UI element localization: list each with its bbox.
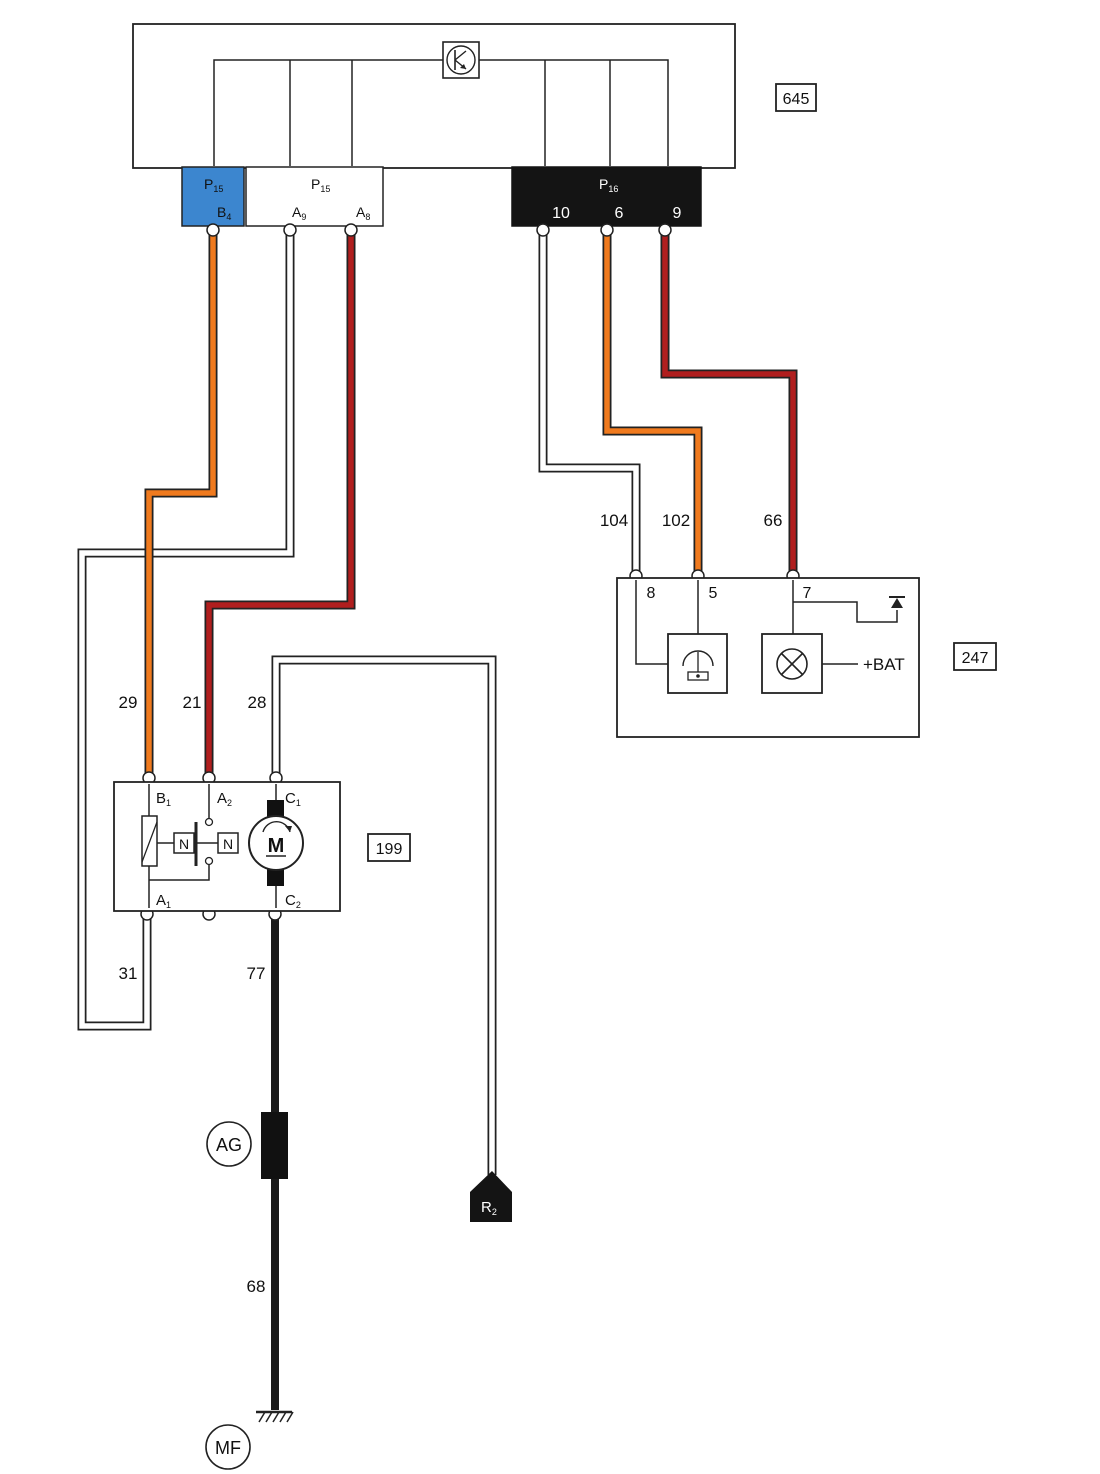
svg-text:C1: C1 — [285, 790, 301, 808]
pin-c2-label-sub: 2 — [296, 900, 301, 910]
ecu-645 — [132, 23, 736, 169]
pin-b4-label: B — [217, 204, 226, 220]
relay-199-ref: 199 — [376, 841, 403, 858]
bat-label: +BAT — [863, 655, 905, 674]
wire-label-28: 28 — [248, 693, 267, 712]
pin-b1-label-sub: 1 — [166, 798, 171, 808]
pin-a8-label: A — [356, 204, 366, 220]
r2-marker: R2 — [470, 1171, 512, 1222]
relay-coil-icon — [141, 784, 210, 908]
diode-icon — [889, 596, 905, 608]
pin-a1-label-sub: 1 — [166, 900, 171, 910]
ecu-645-ref: 645 — [783, 91, 810, 108]
unit-247-pin-5: 5 — [709, 585, 718, 602]
relay-n-box-1 — [173, 832, 195, 854]
pin-c1-label: C — [285, 790, 296, 807]
relay-motor-199: B1 A2 C1 A1 C2 N N — [113, 781, 341, 912]
wire-label-68: 68 — [247, 1277, 266, 1296]
wire-28 — [271, 655, 497, 1175]
connector-p15-blue-name-sub: 15 — [213, 184, 223, 194]
svg-text:A9: A9 — [292, 204, 306, 222]
pin-a2-label: A — [217, 790, 227, 807]
wire-21 — [204, 230, 356, 776]
svg-text:A1: A1 — [156, 892, 171, 910]
wire-29 — [144, 230, 218, 776]
pin-b4-label-sub: 4 — [226, 212, 231, 222]
r2-label: R — [481, 1199, 492, 1216]
svg-text:P15: P15 — [204, 176, 223, 194]
svg-text:R2: R2 — [481, 1199, 497, 1217]
wire-102 — [602, 230, 703, 574]
unit-247-pin-8: 8 — [647, 585, 656, 602]
unit-247-pin-7: 7 — [803, 585, 812, 602]
svg-text:P16: P16 — [599, 176, 618, 194]
wire-31 — [77, 230, 295, 1031]
pin-a8-label-sub: 8 — [365, 212, 370, 222]
wire-label-104: 104 — [600, 511, 628, 530]
connector-p16-name: P — [599, 176, 608, 192]
pin-a2-label-sub: 2 — [227, 798, 232, 808]
p16-pin-10: 10 — [552, 205, 570, 222]
ag-label: AG — [216, 1135, 242, 1155]
p16-pin-9: 9 — [673, 205, 682, 222]
connector-p15-blue: P15 B4 — [181, 166, 245, 227]
connector-p16: P16 10 6 9 — [511, 166, 702, 227]
svg-text:A2: A2 — [217, 790, 232, 808]
wire-label-102: 102 — [662, 511, 690, 530]
transistor-icon — [442, 41, 480, 79]
relay-n-label-2: N — [223, 836, 233, 852]
relay-n-label-1: N — [179, 836, 189, 852]
wire-104 — [538, 230, 641, 574]
svg-text:C2: C2 — [285, 892, 301, 910]
pin-a9-label-sub: 9 — [301, 212, 306, 222]
wire-label-21: 21 — [183, 693, 202, 712]
pin-c2-label: C — [285, 892, 296, 909]
wire-label-29: 29 — [119, 693, 138, 712]
warning-lamp-icon — [761, 633, 823, 694]
p16-pin-6: 6 — [615, 205, 624, 222]
unit-247-ref: 247 — [962, 650, 989, 667]
mf-circle — [205, 1424, 251, 1470]
wire-label-31: 31 — [119, 964, 138, 983]
connector-p16-name-sub: 16 — [608, 184, 618, 194]
svg-text:B1: B1 — [156, 790, 171, 808]
pin-a9-label: A — [292, 204, 302, 220]
pin-b1-label: B — [156, 790, 166, 807]
motor-label: M — [268, 835, 285, 857]
warning-unit-247: 8 5 7 +BAT — [616, 577, 920, 738]
level-sensor-icon — [667, 633, 728, 694]
mf-label: MF — [215, 1438, 241, 1458]
pin-c1-label-sub: 1 — [296, 798, 301, 808]
connector-p15-white: P15 A9 A8 — [245, 166, 384, 227]
connector-p15-white-name: P — [311, 176, 320, 192]
ag-circle — [206, 1121, 252, 1167]
wire-66 — [660, 230, 798, 574]
r2-label-sub: 2 — [492, 1207, 497, 1217]
wire-label-77: 77 — [247, 964, 266, 983]
ground-symbol-icon — [256, 1410, 294, 1423]
wire-label-66: 66 — [764, 511, 783, 530]
connector-p15-white-name-sub: 15 — [320, 184, 330, 194]
pin-a1-label: A — [156, 892, 166, 909]
svg-text:B4: B4 — [217, 204, 231, 222]
svg-text:P15: P15 — [311, 176, 330, 194]
svg-text:A8: A8 — [356, 204, 370, 222]
ag-connector-block — [261, 1112, 288, 1179]
relay-n-box-2 — [217, 832, 239, 854]
connector-p15-blue-name: P — [204, 176, 213, 192]
motor-icon: M — [248, 784, 304, 908]
